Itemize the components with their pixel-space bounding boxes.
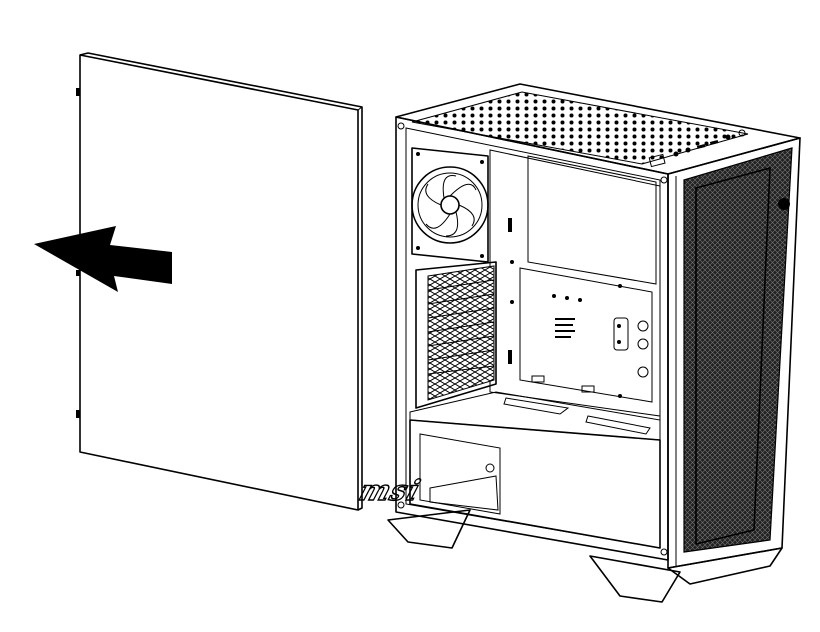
- front-logo-emblem: [778, 198, 790, 210]
- side-panel: [76, 52, 363, 511]
- frame-screw: [660, 176, 668, 184]
- pc-case: msi: [355, 83, 801, 603]
- case-foot-right: [589, 555, 681, 603]
- frame-screw: [660, 548, 668, 556]
- panel-screw-tab: [76, 88, 80, 96]
- motherboard-tray: [519, 267, 653, 403]
- case-foot-front: [667, 547, 783, 585]
- top-dust-grille: [411, 91, 749, 165]
- brand-logo: msi: [355, 474, 424, 507]
- front-io-buttons: [648, 129, 746, 168]
- panel-screw-tab: [76, 410, 80, 418]
- psu-shroud: [409, 419, 661, 549]
- front-panel: [667, 137, 801, 569]
- rear-exhaust-fan: [411, 147, 489, 263]
- panel-screw-tab: [76, 270, 80, 276]
- frame-screw: [397, 501, 405, 509]
- expansion-slots: [415, 261, 497, 409]
- cpu-cutout: [527, 155, 657, 285]
- frame-screw: [397, 122, 405, 130]
- case-foot-left: [387, 509, 471, 549]
- removal-direction-arrow: [34, 226, 172, 292]
- psu-bay-opening: [419, 433, 501, 515]
